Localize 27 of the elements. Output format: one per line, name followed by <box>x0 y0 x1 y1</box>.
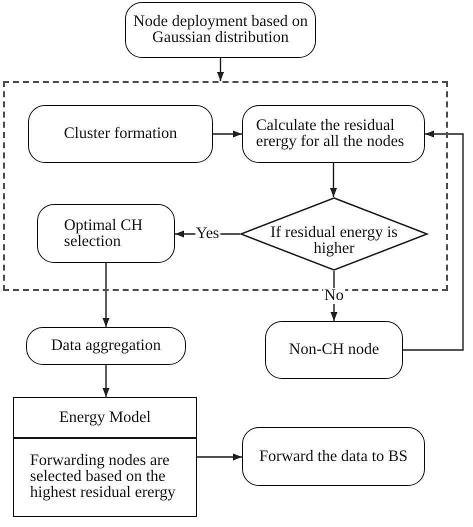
rounded-process-box <box>242 427 425 486</box>
arrow <box>217 58 224 81</box>
dashed-group-frame <box>3 81 448 291</box>
rounded-process-box <box>37 204 175 263</box>
rounded-process-box <box>26 327 186 365</box>
arrow <box>213 130 242 138</box>
arrow <box>330 163 337 197</box>
edge-label: No <box>323 288 345 304</box>
rounded-process-box <box>28 105 213 163</box>
heading-text: Energy Model <box>59 410 151 426</box>
step-text: Non-CH node <box>288 342 380 358</box>
condition-text: If residual energy is higher <box>269 225 399 257</box>
arrow <box>403 130 464 351</box>
rounded-process-box <box>242 105 425 163</box>
step-text: Forward the data to BS <box>259 448 408 464</box>
step-text: Node deployment based on Gaussian distribution <box>132 14 309 46</box>
description-text: Forwarding nodes are selected based on the highest residual erergy <box>30 452 176 500</box>
step-text: Cluster formation <box>64 126 178 142</box>
arrow <box>197 454 242 460</box>
arrow <box>102 365 110 397</box>
step-text: Data aggregation <box>51 338 161 354</box>
model-box <box>13 397 197 517</box>
step-text: Optimal CH selection <box>64 218 144 250</box>
rounded-process-box <box>265 321 403 379</box>
arrow <box>102 263 110 327</box>
step-text: Calculate the residual erergy for all the nodes <box>256 118 406 150</box>
rounded-process-box <box>125 2 316 58</box>
